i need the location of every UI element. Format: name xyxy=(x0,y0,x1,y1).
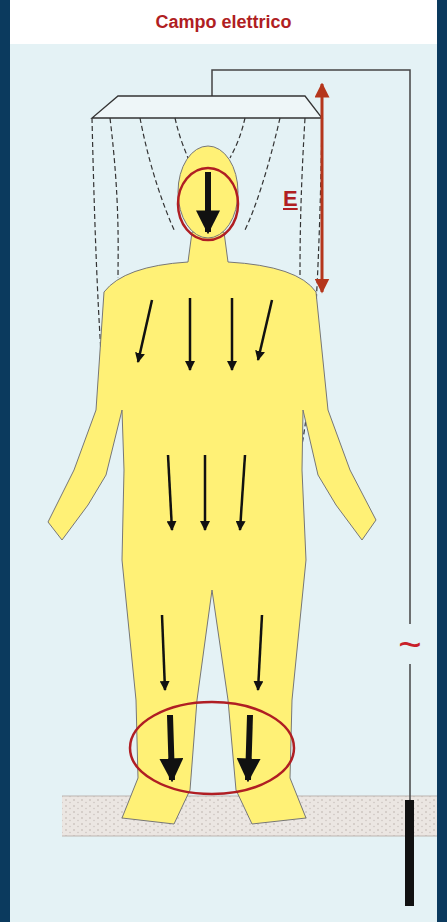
picture-ground xyxy=(10,44,437,922)
ground-electrode xyxy=(405,800,414,906)
human-body xyxy=(48,146,376,824)
diagram-title: Campo elettrico xyxy=(10,0,437,44)
supply-wire xyxy=(409,664,411,800)
ac-source-symbol: ~ xyxy=(396,624,423,664)
field-label: E xyxy=(283,186,298,212)
title-band xyxy=(10,0,437,44)
current-arrows xyxy=(138,172,272,780)
plate-electrode xyxy=(92,96,322,118)
field-dimension-arrow xyxy=(321,84,324,292)
highlight-ellipse xyxy=(130,702,294,794)
highlight-ellipse xyxy=(178,168,238,240)
